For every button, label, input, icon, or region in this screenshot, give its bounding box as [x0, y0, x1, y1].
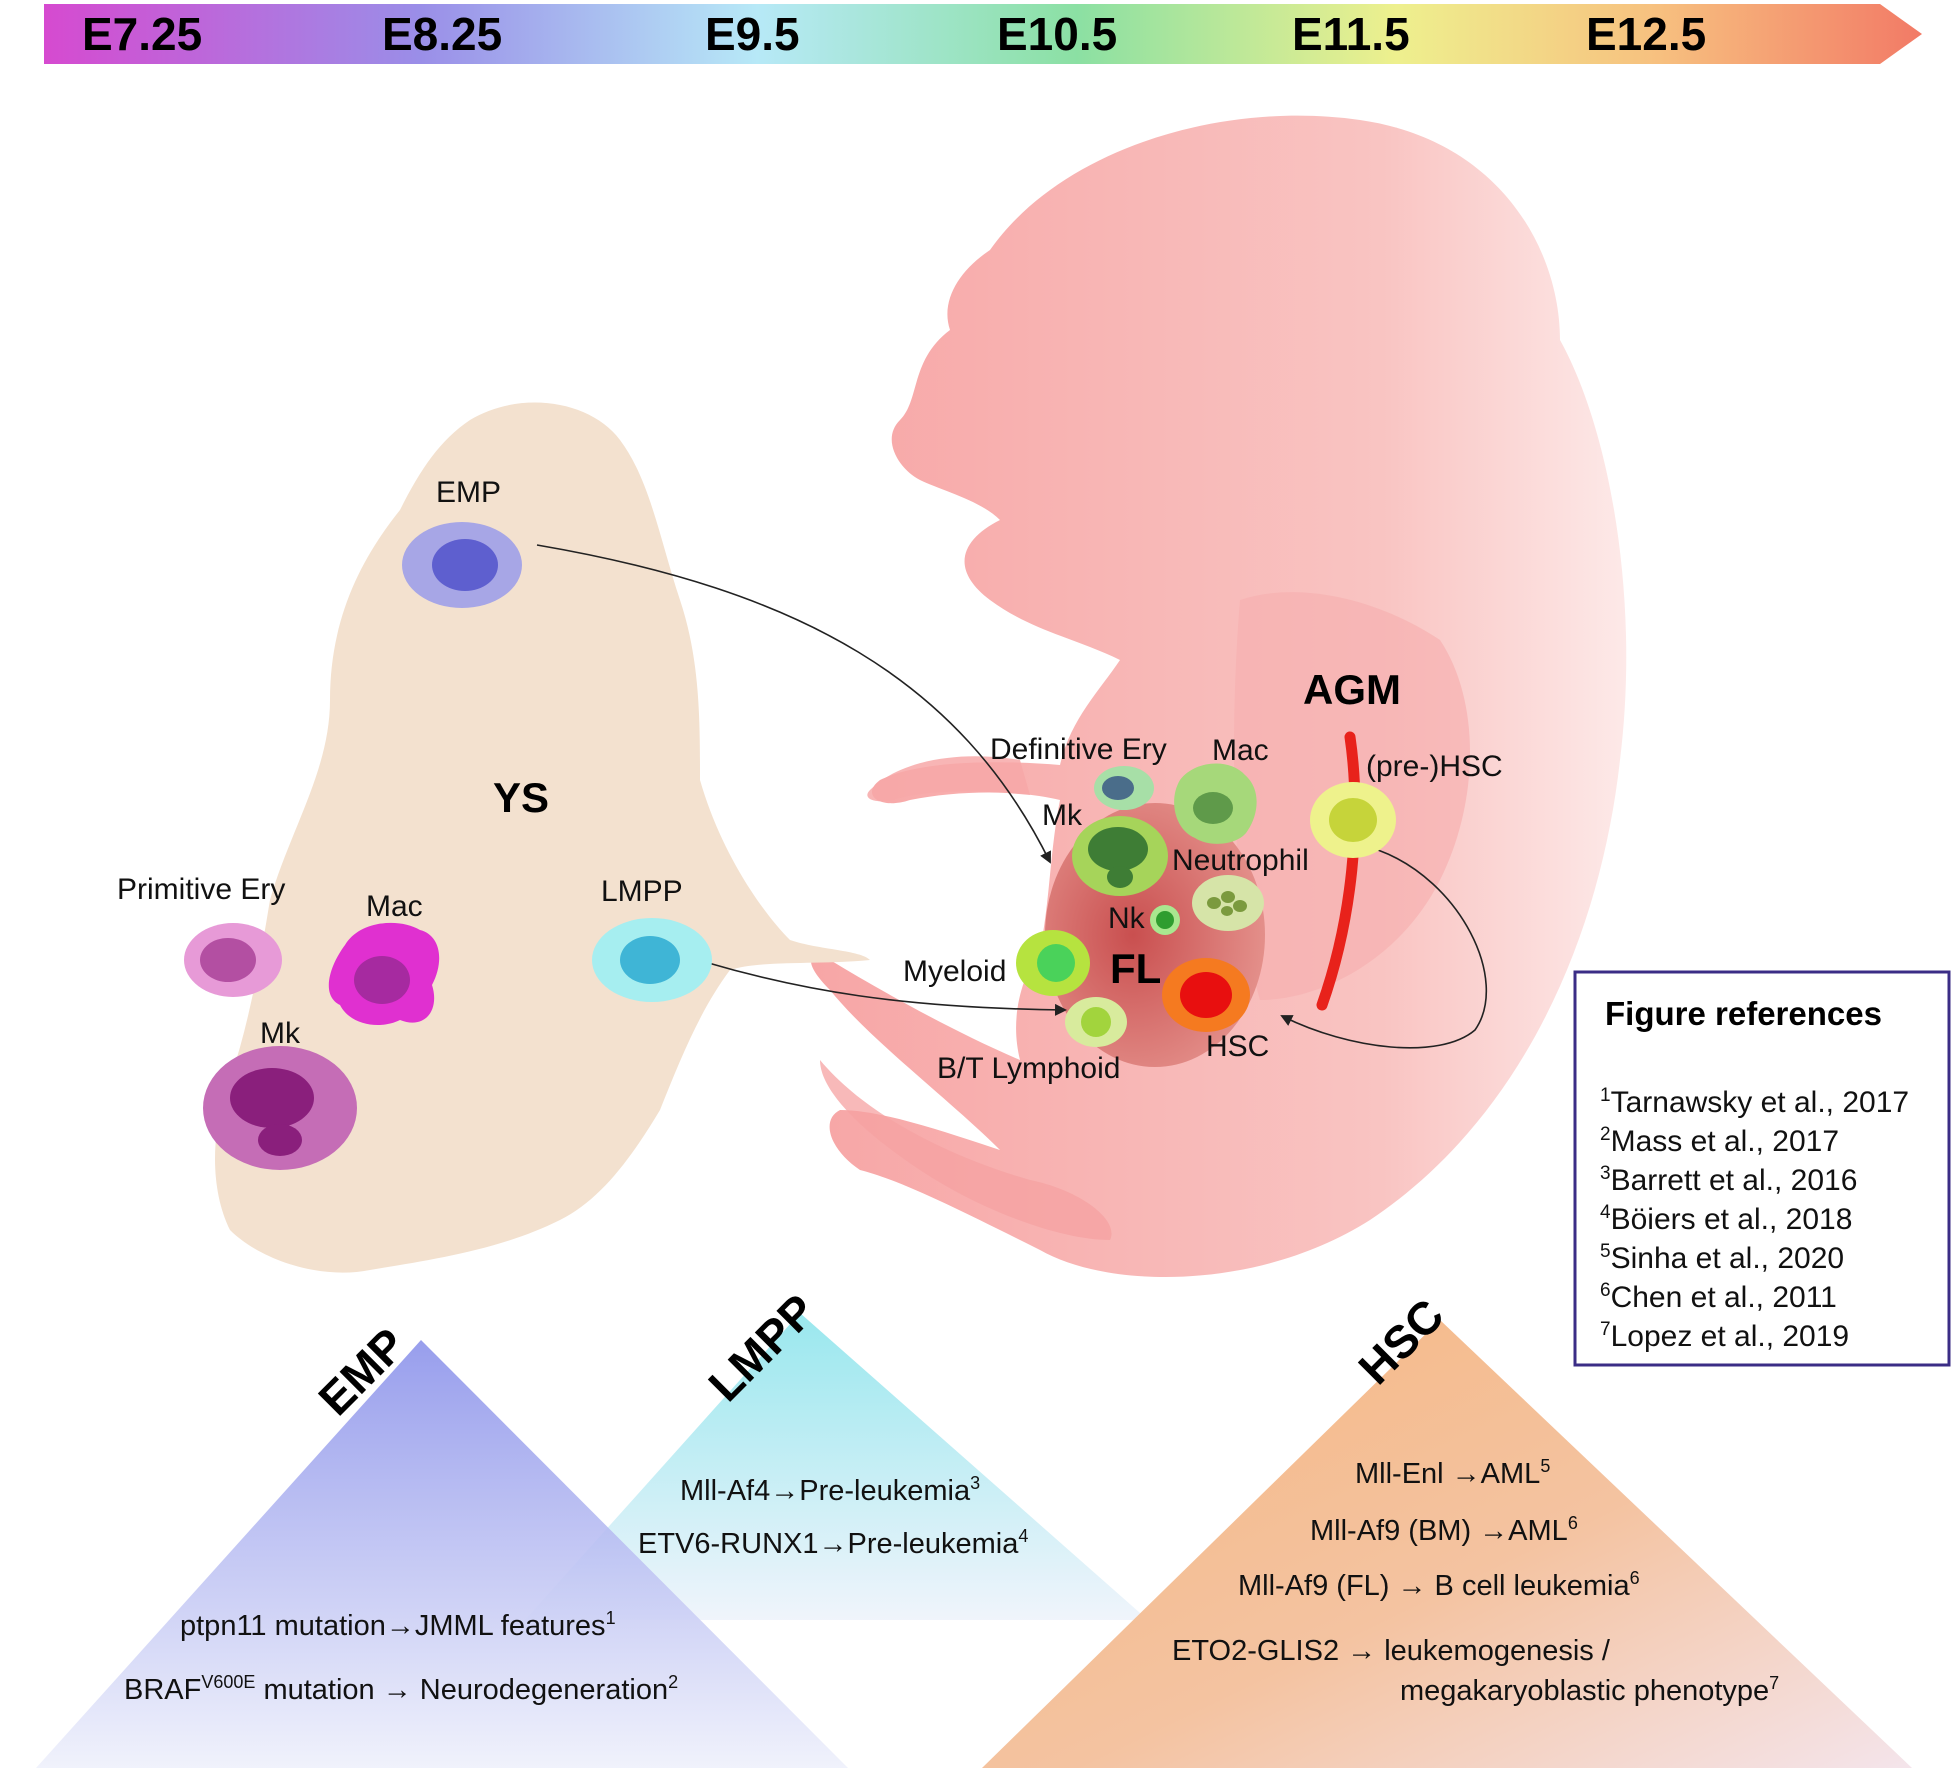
references-box: Figure references 1Tarnawsky et al., 201…	[1573, 970, 1951, 1367]
fl-mk-cell	[1072, 816, 1168, 896]
yolk-sac	[215, 402, 870, 1273]
emp-line: ptpn11 mutation→JMML features1	[180, 1608, 616, 1642]
timeline-label: E10.5	[997, 8, 1117, 60]
lmpp-line: ETV6-RUNX1→Pre-leukemia4	[638, 1526, 1028, 1560]
fl-hsc-label: HSC	[1206, 1030, 1269, 1063]
timeline-label: E8.25	[382, 8, 502, 60]
hsc-triangle	[982, 1320, 1912, 1768]
hsc-line: Mll-Enl →AML5	[1355, 1456, 1550, 1490]
reference-item: 4Böiers et al., 2018	[1600, 1202, 1852, 1236]
fl-definitive-ery-cell	[1094, 766, 1154, 810]
ys-mac-label: Mac	[366, 890, 423, 923]
emp-line: BRAFV600E mutation → Neurodegeneration2	[124, 1672, 678, 1706]
references-border	[1573, 970, 1951, 1367]
embryo	[811, 115, 1627, 1278]
reference-item: 5Sinha et al., 2020	[1600, 1241, 1844, 1275]
fl-bt-lymphoid-label: B/T Lymphoid	[937, 1052, 1120, 1085]
agm-pre-hsc-cell	[1310, 782, 1396, 858]
ys-primitive-ery-label: Primitive Ery	[117, 873, 285, 906]
agm-aorta	[1316, 731, 1361, 1011]
reference-item: 6Chen et al., 2011	[1600, 1280, 1837, 1314]
ys-mk-label: Mk	[260, 1017, 301, 1050]
embryo-body	[811, 115, 1627, 1278]
ys-lmpp-label: LMPP	[601, 875, 683, 908]
fl-neutrophil-cell	[1192, 875, 1264, 931]
embryo-leg	[820, 1060, 1112, 1240]
fl-nk-cell	[1150, 905, 1180, 935]
reference-item: 1Tarnawsky et al., 2017	[1600, 1085, 1909, 1119]
lmpp-line: Mll-Af4→Pre-leukemia3	[680, 1473, 980, 1507]
ys-mac-cell	[328, 922, 440, 1025]
ys-emp-cell	[402, 522, 522, 608]
fl-hsc-cell	[1162, 958, 1250, 1032]
timeline-label: E12.5	[1586, 8, 1706, 60]
hsc-line: megakaryoblastic phenotype7	[1400, 1673, 1779, 1707]
reference-item: 7Lopez et al., 2019	[1600, 1319, 1849, 1353]
fl-nk-label: Nk	[1108, 902, 1146, 935]
fl-myeloid-label: Myeloid	[903, 955, 1006, 988]
fl-mk-label: Mk	[1042, 799, 1083, 832]
fl-mac-label: Mac	[1212, 734, 1269, 767]
timeline-label: E11.5	[1292, 8, 1410, 60]
references-title: Figure references	[1605, 995, 1882, 1032]
fl-myeloid-cell	[1016, 930, 1090, 996]
fl-neutrophil-label: Neutrophil	[1172, 844, 1309, 877]
reference-item: 2Mass et al., 2017	[1600, 1124, 1839, 1158]
region-label-fl: FL	[1110, 945, 1161, 992]
ys-lmpp-cell	[592, 918, 712, 1002]
fl-definitive-ery-label: Definitive Ery	[990, 733, 1167, 766]
hsc-line: Mll-Af9 (BM) →AML6	[1310, 1513, 1578, 1547]
timeline: E7.25 E8.25 E9.5 E10.5 E11.5 E12.5	[44, 4, 1922, 64]
hsc-line: Mll-Af9 (FL) → B cell leukemia6	[1238, 1568, 1640, 1602]
timeline-label: E9.5	[705, 8, 800, 60]
embryo-arm	[867, 756, 1030, 802]
fl-mac-cell	[1174, 763, 1257, 844]
agm-pre-hsc-label: (pre-)HSC	[1366, 750, 1503, 783]
agm-to-hsc-arrow	[1280, 849, 1488, 1049]
fl-bt-lymphoid-cell	[1065, 997, 1127, 1047]
region-label-agm: AGM	[1303, 666, 1401, 713]
ys-primitive-ery-cell	[184, 923, 282, 997]
hsc-line: ETO2-GLIS2 → leukemogenesis /	[1172, 1635, 1611, 1667]
emp-to-fl-arrow	[536, 544, 1051, 864]
ys-emp-label: EMP	[436, 476, 501, 509]
lmpp-triangle	[525, 1313, 1148, 1620]
timeline-arrow	[44, 4, 1922, 64]
emp-triangle	[36, 1340, 848, 1768]
reference-item: 3Barrett et al., 2016	[1600, 1163, 1857, 1197]
region-label-ys: YS	[493, 774, 549, 821]
timeline-label: E7.25	[82, 8, 202, 60]
lmpp-to-fl-arrow	[704, 961, 1067, 1016]
ys-mk-cell	[203, 1046, 357, 1170]
